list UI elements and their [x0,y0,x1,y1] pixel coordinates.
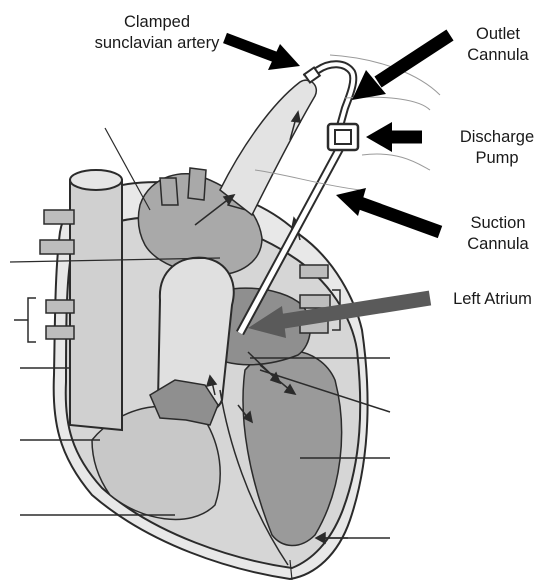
background-line-3 [362,154,430,170]
pulmonary-vein-left-2 [40,240,74,254]
pulmonary-vein-right-1 [300,265,328,278]
label-discharge-line1: Discharge [448,127,546,148]
svc-opening [70,170,122,190]
arch-branch-1 [160,178,178,205]
label-suction-line1: Suction [452,213,544,234]
label-outlet-line1: Outlet [452,24,544,45]
background-line-4 [255,170,360,190]
label-outlet-cannula: Outlet Cannula [452,24,544,66]
arch-branch-2 [188,168,206,200]
superior-vena-cava [70,180,122,430]
pulmonary-vein-left-4 [46,326,74,339]
pulmonary-vein-right-2 [300,295,330,308]
label-clamped-subclavian-artery: Clamped sunclavian artery [62,12,252,54]
label-left-atrium: Left Atrium [440,289,545,310]
label-outlet-line2: Cannula [452,45,544,66]
label-left-atrium-text: Left Atrium [440,289,545,310]
label-suction-cannula: Suction Cannula [452,213,544,255]
label-discharge-pump: Discharge Pump [448,127,546,169]
pointer-arrow-discharge [366,122,422,152]
label-clamped-line1: Clamped [62,12,252,33]
background-line-2 [345,97,430,110]
label-suction-line2: Cannula [452,234,544,255]
pointer-arrow-suction [336,188,440,232]
pump-inner [335,130,351,144]
pulmonary-vein-left-3 [46,300,74,313]
pulmonary-vein-left-1 [44,210,74,224]
label-discharge-line2: Pump [448,148,546,169]
label-clamped-line2: sunclavian artery [62,33,252,54]
bracket-left [28,298,36,342]
